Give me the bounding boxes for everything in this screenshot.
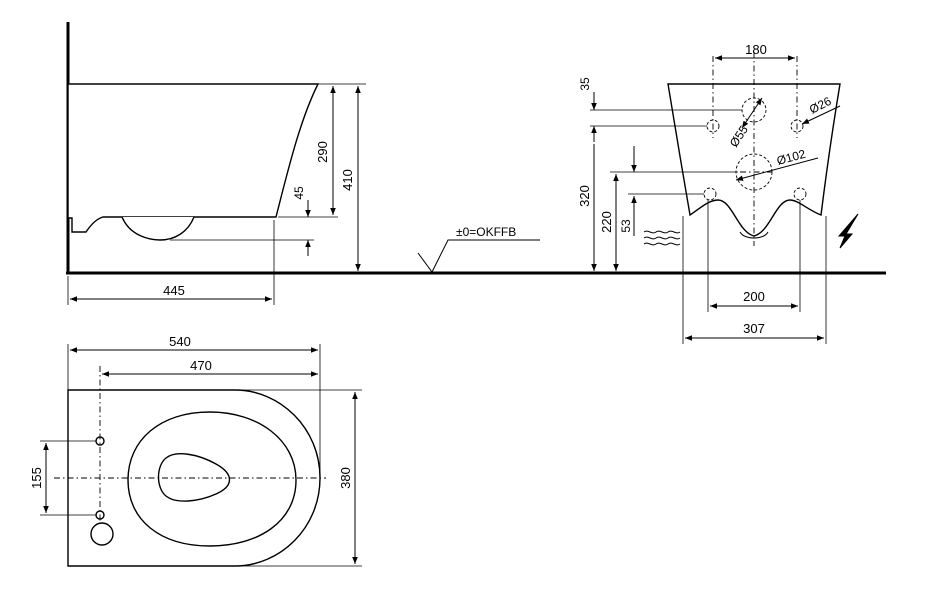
- dim-445-label: 445: [163, 283, 185, 298]
- plan-view: 540 470 380 155: [29, 334, 362, 567]
- dim-45-label: 45: [292, 186, 306, 200]
- front-view: 180 35 Ø26 Ø55 Ø102 320 220 53: [577, 42, 859, 344]
- side-view: 445 410 290 45 ±0=OKFFB: [66, 22, 886, 305]
- plan-bowl-opening: [157, 453, 231, 502]
- lower-hole-right: [793, 187, 807, 201]
- lower-hole-left: [703, 187, 717, 201]
- side-bowl-bottom: [121, 216, 195, 241]
- dim-320-label: 320: [577, 185, 592, 207]
- dim-380-label: 380: [338, 467, 353, 489]
- dim-200-label: 200: [743, 289, 765, 304]
- dim-180-label: 180: [745, 42, 767, 57]
- dim-290-label: 290: [315, 141, 330, 163]
- dim-220-label: 220: [599, 211, 614, 233]
- dim-540-label: 540: [169, 334, 191, 349]
- floor-reference-label: ±0=OKFFB: [456, 225, 516, 239]
- side-toilet-body: [67, 83, 320, 233]
- dim-155-label: 155: [29, 467, 44, 489]
- plan-inlet-hole: [90, 522, 114, 546]
- dim-410-label: 410: [340, 169, 355, 191]
- dim-53-label: 53: [619, 219, 633, 233]
- dim-470-label: 470: [190, 358, 212, 373]
- electric-connection-icon: [837, 213, 859, 249]
- floor-reference-marker: [417, 239, 540, 273]
- dim-307-label: 307: [743, 321, 765, 336]
- dim-35-label: 35: [578, 77, 592, 91]
- water-supply-icon: [643, 230, 681, 246]
